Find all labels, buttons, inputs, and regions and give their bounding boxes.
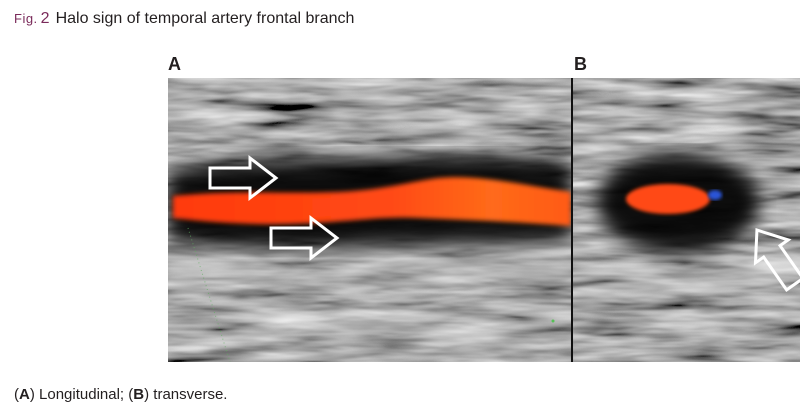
caption-b-text: transverse.: [153, 386, 228, 403]
panel-a-letter: A: [168, 54, 181, 74]
figure-number: 2: [40, 10, 50, 27]
panel-divider: [571, 78, 573, 362]
panel-b-letter: B: [574, 54, 587, 74]
figure-label: Fig.: [14, 11, 38, 26]
caption-a-text: Longitudinal;: [39, 386, 125, 403]
panel-b-ultrasound-image: [573, 78, 800, 362]
panel-a-ultrasound-image: [168, 78, 571, 362]
caption-b-label: B: [133, 386, 145, 403]
figure-caption: (A) Longitudinal; (B) transverse.: [14, 386, 228, 403]
figure-title-text: Halo sign of temporal artery frontal bra…: [55, 10, 355, 27]
caption-a-label: A: [19, 386, 30, 403]
figure-title: Fig.2 Halo sign of temporal artery fronta…: [14, 9, 354, 29]
